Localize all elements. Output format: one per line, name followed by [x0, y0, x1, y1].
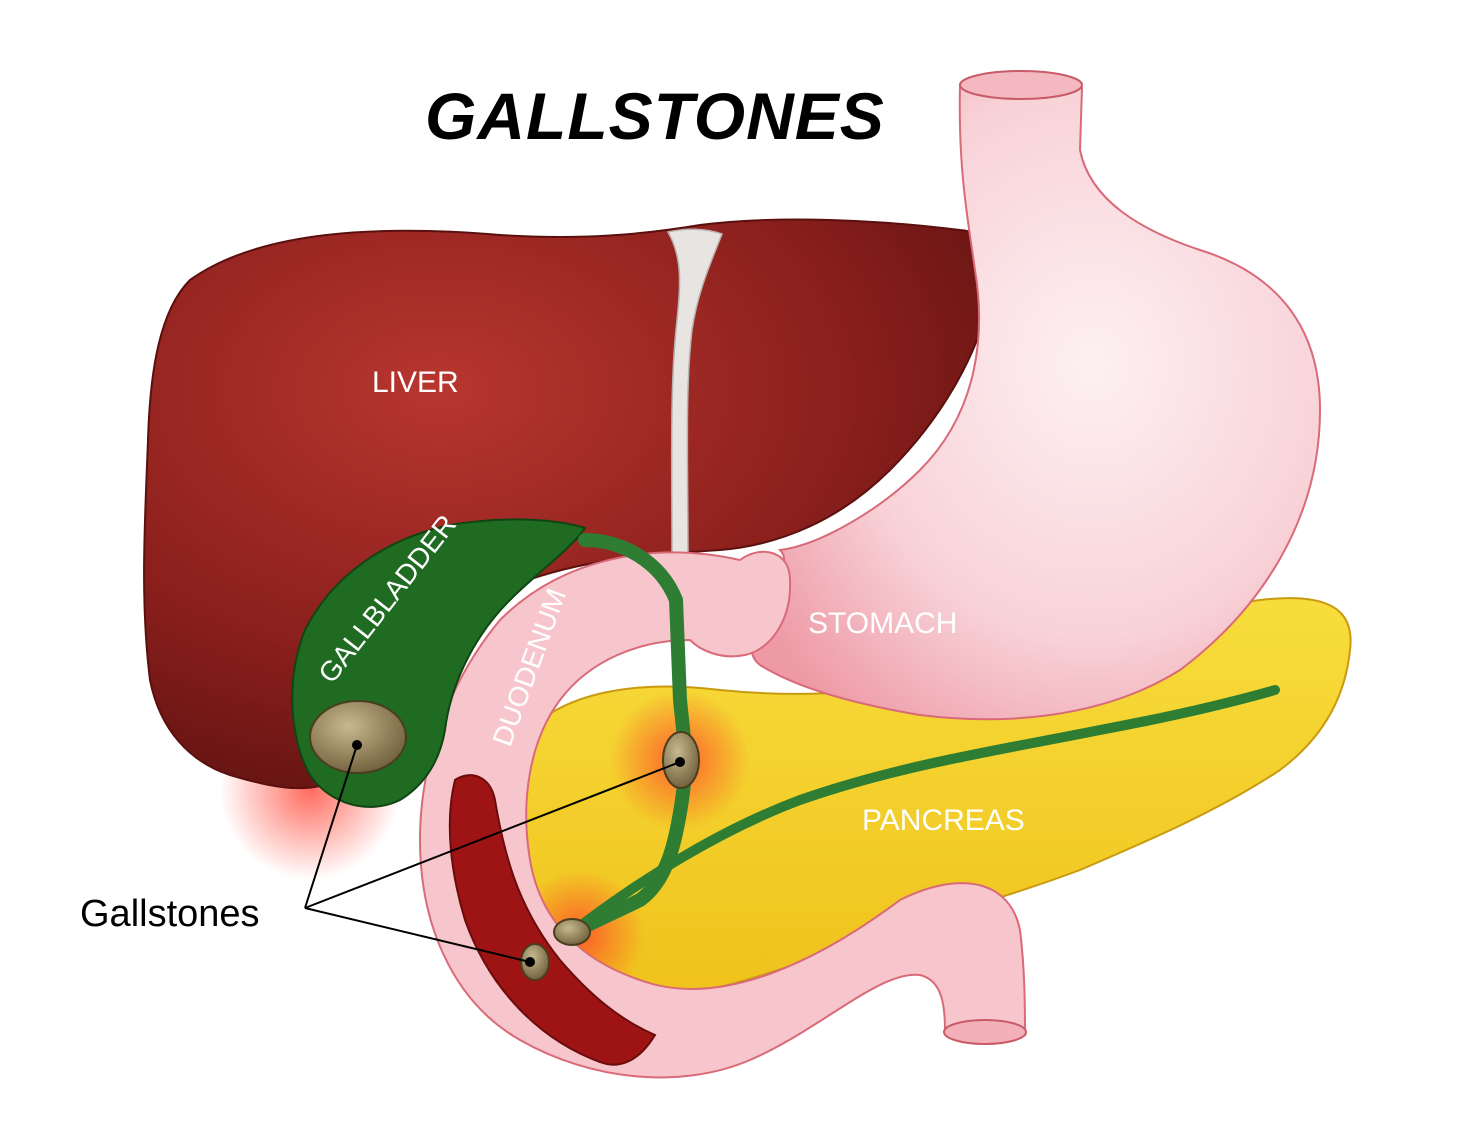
gallstone — [309, 700, 407, 774]
falciform-ligament — [666, 228, 723, 561]
pancreatic-duct — [570, 685, 1280, 935]
stomach-label: STOMACH — [808, 607, 957, 640]
bile-duct — [563, 533, 693, 942]
gallstones-callout-label: Gallstones — [80, 893, 260, 935]
callout-lines — [304, 744, 681, 963]
esophagus-opening — [959, 70, 1083, 100]
stomach — [750, 73, 1322, 721]
liver-label: LIVER — [372, 366, 459, 399]
duodenum-opening — [943, 1019, 1027, 1045]
duodenum — [418, 550, 1027, 1079]
pancreas-label: PANCREAS — [862, 804, 1025, 837]
gallstone — [553, 918, 591, 946]
diagram-title: GALLSTONES — [425, 79, 885, 153]
callout-dots — [352, 740, 685, 967]
duodenum-lumen — [448, 774, 657, 1066]
